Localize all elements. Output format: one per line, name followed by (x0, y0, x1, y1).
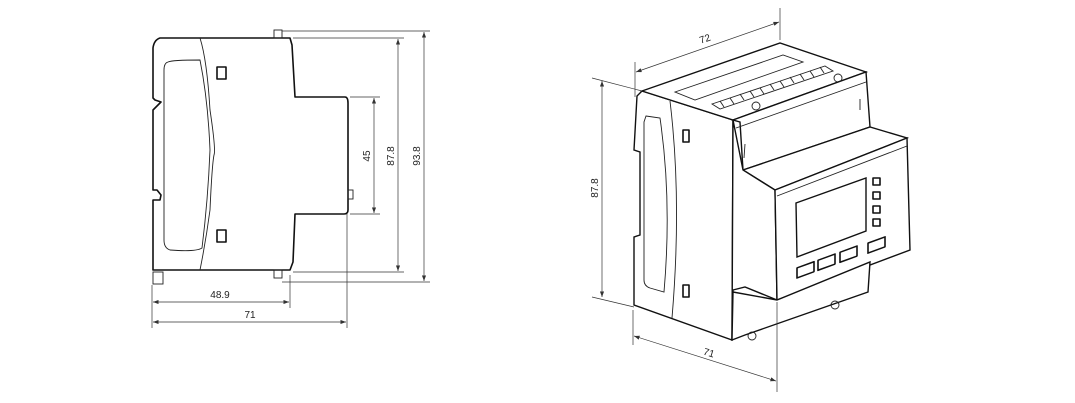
side-clip-top (273, 29, 283, 39)
side-grip (163, 59, 211, 252)
iso-dim-label-71: 71 (702, 347, 716, 361)
side-slot-top (216, 66, 227, 80)
iso-button-up[interactable] (817, 253, 836, 272)
iso-button-menu[interactable] (796, 260, 815, 279)
iso-lcd-screen (795, 177, 867, 259)
side-latch (199, 37, 215, 271)
side-clip-right (347, 189, 354, 200)
iso-led-2 (872, 191, 881, 200)
iso-led-1 (872, 177, 881, 186)
iso-view: 72 87.8 71 (590, 8, 911, 392)
side-slot-bottom (216, 229, 227, 243)
iso-slot-top (682, 129, 690, 143)
side-view: 45 87.8 93.8 48.9 71 (151, 29, 430, 328)
side-body-outline (152, 37, 349, 271)
dim-label-48-9: 48.9 (210, 290, 230, 301)
iso-dim-line-72 (635, 21, 780, 73)
iso-terminal-strip (710, 65, 835, 110)
iso-led-3 (872, 205, 881, 214)
iso-dim-label-72: 72 (698, 32, 713, 46)
dim-label-71: 71 (244, 310, 256, 321)
iso-base (731, 260, 871, 342)
dim-label-87-8: 87.8 (386, 146, 397, 166)
iso-slot-bottom (682, 284, 690, 298)
iso-left-panel (633, 90, 734, 341)
side-foot (152, 271, 164, 285)
iso-button-right[interactable] (839, 245, 858, 264)
iso-led-4 (872, 218, 881, 227)
dim-label-93-8: 93.8 (412, 146, 423, 166)
side-clip-bottom (273, 269, 283, 279)
iso-button-enter[interactable] (867, 236, 886, 254)
iso-dim-label-87-8: 87.8 (590, 178, 601, 198)
dim-label-45: 45 (362, 150, 373, 162)
iso-dim-line-71 (633, 335, 777, 382)
